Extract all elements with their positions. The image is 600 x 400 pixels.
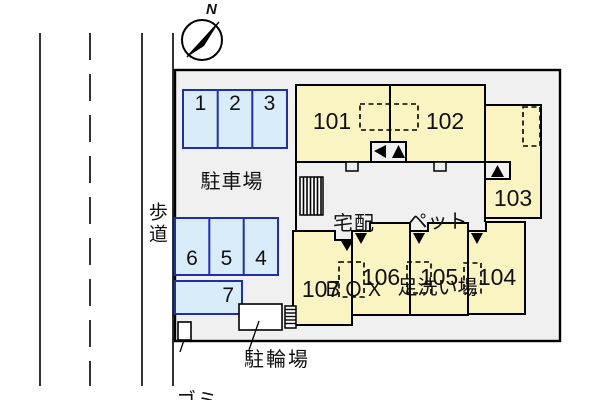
parking-space-5-label: 5 bbox=[220, 247, 233, 270]
unit-103-label: 103 bbox=[493, 185, 533, 211]
sidewalk-label: 歩道 bbox=[145, 202, 167, 246]
entry-arrow-down-icon bbox=[341, 241, 353, 251]
compass-north-label: N bbox=[206, 1, 217, 18]
door-mark bbox=[345, 161, 359, 172]
parking-area-label: 駐車場 bbox=[200, 171, 264, 193]
pet-wash-label: ペット 足洗い場 bbox=[385, 167, 490, 343]
garbage-area-label: ゴミ 置場 bbox=[176, 346, 226, 400]
unit-106-block bbox=[351, 222, 411, 316]
entry-arrow-left-icon bbox=[374, 145, 386, 158]
closet-dashed-box bbox=[406, 261, 432, 294]
bicycle-parking-label: 駐輪場 bbox=[244, 349, 310, 371]
unit-102-label: 102 bbox=[425, 108, 465, 134]
pet-wash-label-line2: 足洗い場 bbox=[397, 277, 478, 299]
parking-space-7-label: 7 bbox=[222, 284, 234, 307]
delivery-box-label-line2: ＢＯＸ bbox=[322, 279, 386, 301]
compass-icon bbox=[181, 19, 223, 61]
unit-107-label: 107 bbox=[301, 276, 341, 302]
garbage-box bbox=[177, 321, 192, 341]
parking-space-3-label: 3 bbox=[263, 92, 276, 115]
entry-arrow-down-icon bbox=[471, 233, 483, 244]
entry-arrow-up-icon bbox=[392, 145, 405, 158]
delivery-box-label-line1: 宅配 bbox=[333, 213, 375, 235]
delivery-box-label: 宅配 ＢＯＸ bbox=[315, 169, 393, 345]
garbage-area-label-line1: ゴミ bbox=[176, 390, 226, 400]
parking-spaces-top bbox=[182, 89, 288, 149]
parking-space-1-label: 1 bbox=[194, 92, 207, 115]
entry-arrow-up-icon bbox=[491, 165, 504, 177]
closet-dashed-box bbox=[522, 106, 541, 147]
bicycle-parking-box bbox=[238, 303, 283, 331]
unit-104-label: 104 bbox=[477, 264, 517, 290]
parking-spaces-mid bbox=[174, 217, 279, 276]
leader-line bbox=[248, 320, 260, 351]
unit-105-block bbox=[409, 222, 469, 316]
unit-104-block bbox=[467, 221, 526, 315]
closet-dashed-box bbox=[463, 262, 482, 294]
leader-line bbox=[179, 339, 185, 353]
unit-106-label: 106 bbox=[361, 264, 401, 290]
compass-needle bbox=[187, 22, 219, 57]
closet-dashed-box bbox=[359, 103, 419, 131]
door-mark bbox=[433, 161, 447, 172]
parking-space-7 bbox=[174, 280, 243, 315]
entry-arrow-down-icon bbox=[413, 233, 425, 244]
closet-dashed-box bbox=[338, 261, 365, 298]
stairs-hatch bbox=[299, 176, 324, 216]
stairs-hatch bbox=[284, 305, 297, 329]
parking-space-6-label: 6 bbox=[186, 247, 198, 270]
entry-arrow-down-icon bbox=[355, 233, 367, 244]
unit-101-label: 101 bbox=[312, 108, 352, 134]
parking-space-2-label: 2 bbox=[229, 92, 241, 115]
parking-space-4-label: 4 bbox=[255, 247, 267, 270]
pet-wash-label-line1: ペット bbox=[407, 211, 468, 233]
unit-105-label: 105 bbox=[419, 264, 459, 290]
